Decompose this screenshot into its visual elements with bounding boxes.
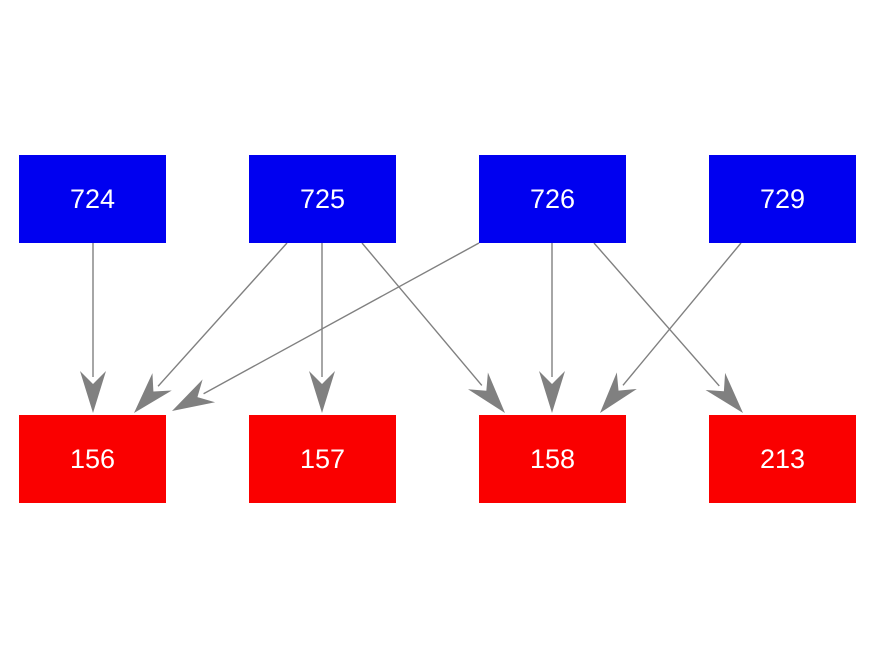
edge-line <box>622 242 742 386</box>
edge-726-to-213 <box>593 242 743 413</box>
edge-line <box>361 242 483 386</box>
node-726[interactable]: 726 <box>479 155 626 243</box>
node-label: 156 <box>69 443 116 474</box>
node-157[interactable]: 157 <box>249 415 396 503</box>
arrowhead-icon <box>309 371 335 413</box>
node-724[interactable]: 724 <box>19 155 166 243</box>
node-label: 213 <box>759 443 806 474</box>
node-725[interactable]: 725 <box>249 155 396 243</box>
edge-line <box>593 242 720 387</box>
node-729[interactable]: 729 <box>709 155 856 243</box>
edge-725-to-158 <box>361 242 505 413</box>
arrowhead-icon <box>134 373 172 413</box>
node-label: 157 <box>299 443 346 474</box>
arrowhead-icon <box>468 372 505 413</box>
edge-729-to-158 <box>600 242 742 413</box>
arrowhead-icon <box>172 379 216 411</box>
arrowhead-icon <box>539 371 565 413</box>
node-label: 725 <box>299 183 346 214</box>
edge-725-to-156 <box>134 242 288 413</box>
edge-line <box>157 242 288 387</box>
node-label: 726 <box>529 183 576 214</box>
node-label: 724 <box>69 183 116 214</box>
edge-line <box>203 242 480 395</box>
node-label: 158 <box>529 443 576 474</box>
node-158[interactable]: 158 <box>479 415 626 503</box>
arrowhead-icon <box>600 372 637 413</box>
edge-726-to-156 <box>172 242 480 411</box>
node-213[interactable]: 213 <box>709 415 856 503</box>
node-156[interactable]: 156 <box>19 415 166 503</box>
edge-726-to-158 <box>539 243 565 413</box>
edge-724-to-156 <box>80 243 106 413</box>
edge-725-to-157 <box>309 243 335 413</box>
node-label: 729 <box>759 183 806 214</box>
arrowhead-icon <box>705 372 743 413</box>
arrowhead-icon <box>80 371 106 413</box>
